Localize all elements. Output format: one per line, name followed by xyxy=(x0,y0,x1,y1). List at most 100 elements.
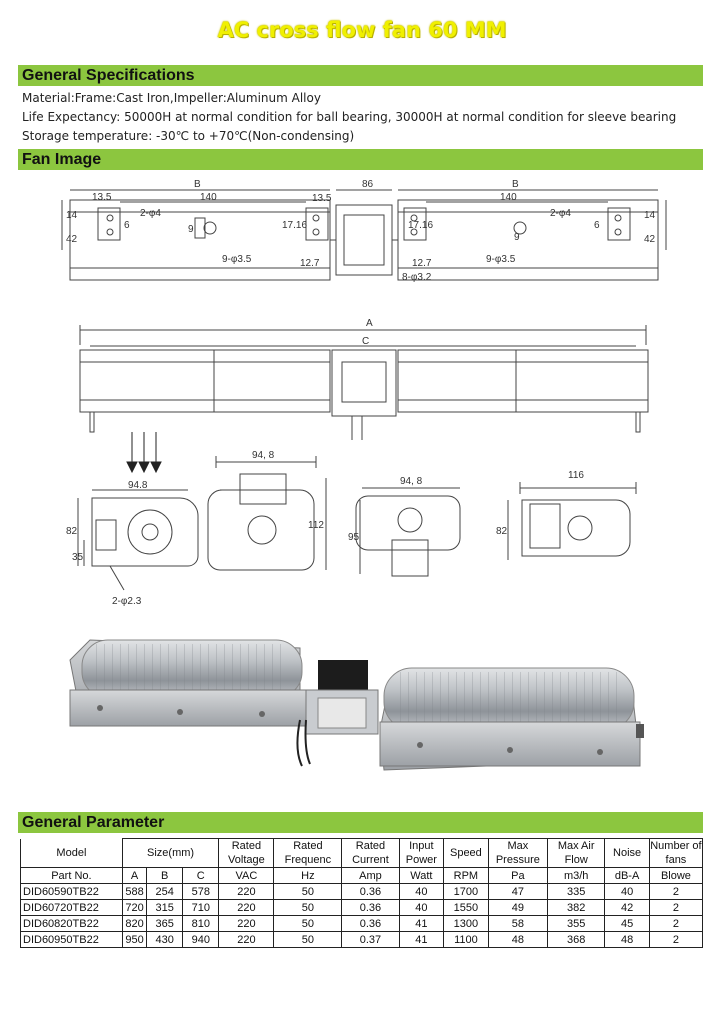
page-title: AC cross flow fan 60 MM xyxy=(217,18,507,42)
dim-112: 112 xyxy=(308,520,324,531)
dim-82-a: 82 xyxy=(66,526,78,537)
cell: 47 xyxy=(487,883,549,900)
airflow-arrows xyxy=(126,432,162,474)
cell: DID60720TB22 xyxy=(20,899,123,916)
cell: 1300 xyxy=(443,915,489,932)
dim-b-right: B xyxy=(512,179,519,190)
subheader-dba: dB-A xyxy=(604,867,650,884)
dim-82-b: 82 xyxy=(496,526,508,537)
side-view-2 xyxy=(207,456,327,571)
section-header-fan-image: Fan Image xyxy=(18,149,703,170)
top-view-drawing xyxy=(61,189,667,281)
cell: DID60950TB22 xyxy=(20,931,123,948)
dim-94-8-a: 94.8 xyxy=(128,480,148,491)
dim-9phi3-5-right: 9-φ3.5 xyxy=(486,254,516,265)
dim-140-right: 140 xyxy=(500,192,517,203)
dim-13-5-left: 13.5 xyxy=(92,192,112,203)
dim-8phi3-2: 8-φ3.2 xyxy=(402,272,432,283)
subheader-rpm: RPM xyxy=(443,867,489,884)
dim-6-left: 6 xyxy=(124,220,130,231)
cell: 41 xyxy=(398,931,445,948)
top-view-dimensions: B 140 86 B 140 13.5 13.5 14 42 14 42 2-φ… xyxy=(66,179,656,283)
header-max-pressure: Max Pressure xyxy=(487,838,549,868)
section-header-general-parameter: General Parameter xyxy=(18,812,703,833)
cell: 220 xyxy=(218,931,275,948)
cell: 220 xyxy=(218,899,275,916)
subheader-vac: VAC xyxy=(218,867,275,884)
section-header-general-specs: General Specifications xyxy=(18,65,703,86)
table-row: DID60590TB22 588 254 578 220 50 0.36 40 … xyxy=(20,883,704,900)
spec-life-expectancy: Life Expectancy: 50000H at normal condit… xyxy=(22,110,677,124)
cell: 1700 xyxy=(443,883,489,900)
subheader-a: A xyxy=(121,867,148,884)
cell: 0.36 xyxy=(341,915,400,932)
cell: 578 xyxy=(182,883,220,900)
header-rated-frequency: Rated Frequenc xyxy=(273,838,343,868)
dim-14-left: 14 xyxy=(66,210,78,221)
parameter-table: Model Size(mm) Rated Voltage Rated Frequ… xyxy=(20,838,704,948)
header-size: Size(mm) xyxy=(121,838,220,868)
dim-86: 86 xyxy=(362,179,374,190)
dim-2phi4-right: 2-φ4 xyxy=(550,208,571,219)
cell: 820 xyxy=(121,915,148,932)
subheader-b: B xyxy=(146,867,184,884)
header-model: Model xyxy=(20,838,123,868)
cell: 50 xyxy=(273,931,343,948)
cell: 1550 xyxy=(443,899,489,916)
cell: 0.36 xyxy=(341,899,400,916)
cell: 48 xyxy=(487,931,549,948)
dim-c: C xyxy=(362,336,369,347)
table-row: DID60720TB22 720 315 710 220 50 0.36 40 … xyxy=(20,899,704,916)
cell: 45 xyxy=(604,915,650,932)
cell: 42 xyxy=(604,899,650,916)
dim-116: 116 xyxy=(568,470,584,481)
table-row: DID60950TB22 950 430 940 220 50 0.37 41 … xyxy=(20,931,704,948)
header-rated-current: Rated Current xyxy=(341,838,400,868)
table-header-row-2: Part No. A B C VAC Hz Amp Watt RPM Pa m3… xyxy=(20,867,704,884)
cell: 2 xyxy=(648,899,704,916)
header-input-power: Input Power xyxy=(398,838,445,868)
subheader-part-no: Part No. xyxy=(20,867,123,884)
cell: 0.36 xyxy=(341,883,400,900)
cell: 41 xyxy=(398,915,445,932)
cell: 2 xyxy=(648,931,704,948)
cell: 220 xyxy=(218,915,275,932)
dim-9-right: 9 xyxy=(514,232,520,243)
dim-b-left: B xyxy=(194,179,201,190)
cell: DID60590TB22 xyxy=(20,883,123,900)
dim-9phi3-5-left: 9-φ3.5 xyxy=(222,254,252,265)
dim-42-right: 42 xyxy=(644,234,656,245)
dim-a: A xyxy=(366,318,373,329)
cell: 720 xyxy=(121,899,148,916)
cell: 950 xyxy=(121,931,148,948)
cell: 940 xyxy=(182,931,220,948)
table-header-row-1: Model Size(mm) Rated Voltage Rated Frequ… xyxy=(20,838,704,868)
dim-42-left: 42 xyxy=(66,234,78,245)
cell: 50 xyxy=(273,899,343,916)
dim-94-8-b: 94, 8 xyxy=(252,450,275,461)
header-number-of-fans: Number of fans xyxy=(648,838,704,868)
dim-6-right: 6 xyxy=(594,220,600,231)
front-view-drawing xyxy=(79,325,649,440)
dim-13-5-right: 13.5 xyxy=(312,193,332,204)
dim-9-left: 9 xyxy=(188,224,194,235)
header-noise: Noise xyxy=(604,838,650,868)
spec-storage-temperature: Storage temperature: -30℃ to +70℃(Non-co… xyxy=(22,129,355,143)
cell: 58 xyxy=(487,915,549,932)
cell: 2 xyxy=(648,883,704,900)
dim-12-7-left: 12.7 xyxy=(300,258,320,269)
subheader-hz: Hz xyxy=(273,867,343,884)
dim-17-16-right: 17.16 xyxy=(408,220,433,231)
side-view-3 xyxy=(355,487,461,577)
header-max-air-flow: Max Air Flow xyxy=(547,838,606,868)
subheader-blowe: Blowe xyxy=(648,867,704,884)
header-rated-voltage: Rated Voltage xyxy=(218,838,275,868)
cell: 254 xyxy=(146,883,184,900)
subheader-pa: Pa xyxy=(487,867,549,884)
dim-35: 35 xyxy=(72,552,84,563)
side-view-1 xyxy=(77,489,199,591)
cell: 335 xyxy=(547,883,606,900)
dim-94-8-c: 94, 8 xyxy=(400,476,423,487)
fan-product-image xyxy=(69,639,644,771)
cell: 365 xyxy=(146,915,184,932)
